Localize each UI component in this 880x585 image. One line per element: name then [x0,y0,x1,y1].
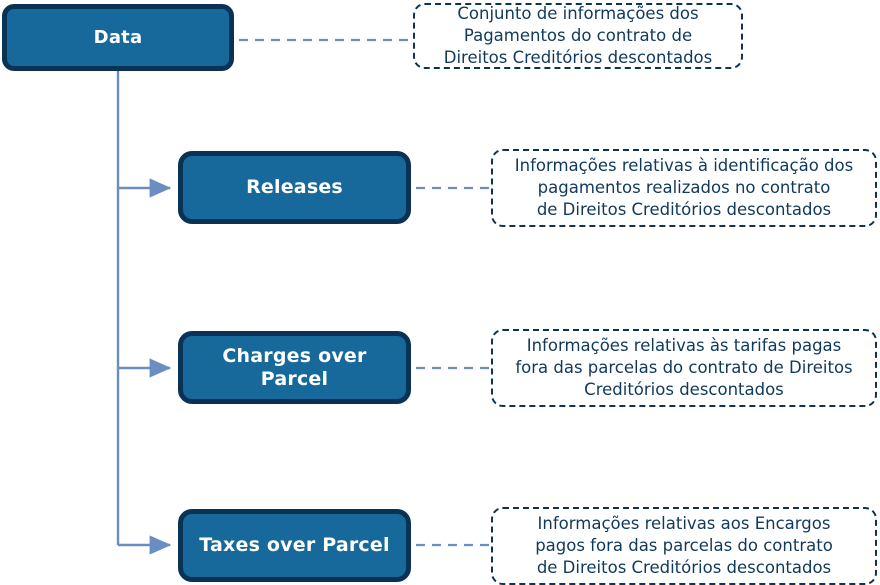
node-charges-over-parcel[interactable]: Charges over Parcel [178,331,411,404]
note-releases: Informações relativas à identificação do… [491,149,877,227]
note-taxes-over-parcel: Informações relativas aos Encargos pagos… [491,507,877,585]
note-data: Conjunto de informações dos Pagamentos d… [413,3,743,69]
node-taxes-over-parcel[interactable]: Taxes over Parcel [178,509,411,582]
node-data[interactable]: Data [2,4,234,71]
note-charges-over-parcel: Informações relativas às tarifas pagas f… [491,329,877,407]
node-releases[interactable]: Releases [178,151,411,224]
